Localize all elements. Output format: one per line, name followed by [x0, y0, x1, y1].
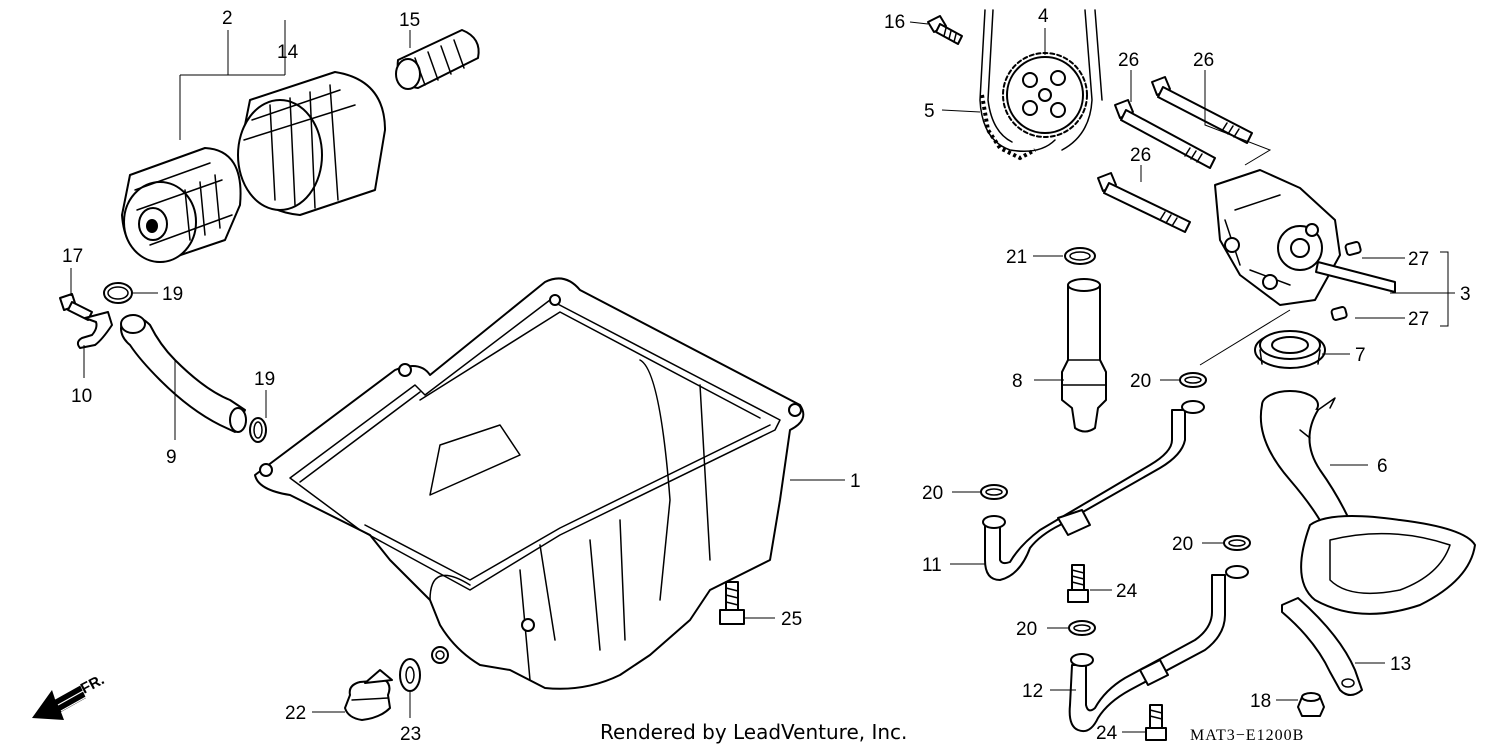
filter-element-part-14[interactable] [237, 71, 386, 216]
o-ring-part-20-b[interactable] [980, 484, 1008, 500]
callout-7: 7 [1355, 345, 1366, 366]
diagram-code: MAT3−E1200B [1190, 727, 1304, 744]
o-ring-part-20-a[interactable] [1179, 372, 1207, 388]
callout-23: 23 [400, 724, 421, 745]
callout-numbers: 2 14 15 16 4 5 26 26 26 21 27 3 27 7 17 … [62, 6, 1471, 745]
callout-27-upper: 27 [1408, 249, 1429, 270]
o-ring-part-21[interactable] [1064, 247, 1096, 265]
callout-1: 1 [850, 471, 861, 492]
bolt-part-26-lower[interactable] [1097, 172, 1191, 233]
cam-chain-part-5[interactable] [979, 9, 1103, 161]
oil-pipe-part-12[interactable] [1068, 565, 1249, 733]
oil-strainer-part-6[interactable] [1259, 390, 1476, 615]
oil-pump-sprocket-part-4[interactable] [1002, 52, 1088, 138]
o-ring-part-19-upper[interactable] [103, 282, 133, 304]
oil-pump-part-3[interactable] [1214, 169, 1396, 306]
nut-part-18[interactable] [1297, 692, 1325, 717]
callout-4: 4 [1038, 6, 1049, 27]
callout-26-lower: 26 [1130, 145, 1151, 166]
leader-lines-2-14 [179, 20, 411, 140]
callout-13: 13 [1390, 654, 1411, 675]
callout-24-lower: 24 [1096, 723, 1118, 744]
callout-20-b: 20 [922, 483, 943, 504]
oil-seal-part-7[interactable] [1254, 330, 1326, 369]
oil-hose-part-9[interactable] [120, 314, 247, 433]
front-direction-indicator: FR. [32, 671, 107, 720]
oil-pipe-part-8[interactable] [1061, 278, 1107, 433]
callout-11: 11 [922, 555, 942, 576]
drain-bolt-part-22[interactable] [344, 669, 393, 721]
callout-2: 2 [222, 8, 233, 29]
dowel-pin-part-27-lower[interactable] [1330, 306, 1348, 321]
callout-19-lower: 19 [254, 369, 275, 390]
sealing-washer-part-23[interactable] [399, 658, 421, 692]
callout-26-right: 26 [1193, 50, 1214, 71]
bolt-part-25[interactable] [719, 581, 745, 625]
callout-25: 25 [781, 609, 802, 630]
callout-8: 8 [1012, 371, 1023, 392]
o-ring-part-20-d[interactable] [1068, 620, 1096, 636]
callout-20-d: 20 [1016, 619, 1037, 640]
callout-3: 3 [1460, 284, 1471, 305]
joint-pipe-part-15[interactable] [395, 29, 480, 90]
callout-5: 5 [924, 101, 935, 122]
callout-20-a: 20 [1130, 371, 1151, 392]
callout-6: 6 [1377, 456, 1388, 477]
callout-24-upper: 24 [1116, 581, 1138, 602]
clamp-part-10[interactable] [76, 311, 113, 349]
callout-12: 12 [1022, 681, 1043, 702]
callout-17: 17 [62, 246, 83, 267]
callout-18: 18 [1250, 691, 1271, 712]
dowel-pin-part-27-upper[interactable] [1344, 241, 1362, 256]
bolt-part-16[interactable] [927, 15, 963, 45]
front-arrow-icon [32, 685, 86, 720]
bolt-part-17[interactable] [59, 293, 93, 321]
callout-16: 16 [884, 12, 905, 33]
callout-leader-lines [70, 21, 1455, 733]
callout-10: 10 [71, 386, 92, 407]
callout-20-c: 20 [1172, 534, 1193, 555]
bracket-part-13[interactable] [1281, 597, 1363, 696]
o-ring-part-20-c[interactable] [1223, 535, 1251, 551]
callout-21: 21 [1006, 247, 1027, 268]
callout-26-left: 26 [1118, 50, 1139, 71]
callout-19-upper: 19 [162, 284, 183, 305]
callout-14: 14 [277, 42, 299, 63]
callout-15: 15 [399, 10, 420, 31]
callout-9: 9 [166, 447, 177, 468]
callout-27-lower: 27 [1408, 309, 1429, 330]
bolt-part-24-lower[interactable] [1145, 704, 1167, 741]
rendered-by-credit: Rendered by LeadVenture, Inc. [600, 720, 907, 744]
oil-pan-part-1[interactable] [254, 277, 805, 690]
o-ring-part-19-lower[interactable] [249, 417, 267, 443]
bolt-part-24-upper[interactable] [1067, 564, 1089, 603]
oil-filter-part-2[interactable] [121, 147, 242, 263]
oil-pipe-part-11[interactable] [982, 400, 1205, 581]
callout-22: 22 [285, 703, 306, 724]
bolt-part-26-left[interactable] [1114, 99, 1216, 169]
